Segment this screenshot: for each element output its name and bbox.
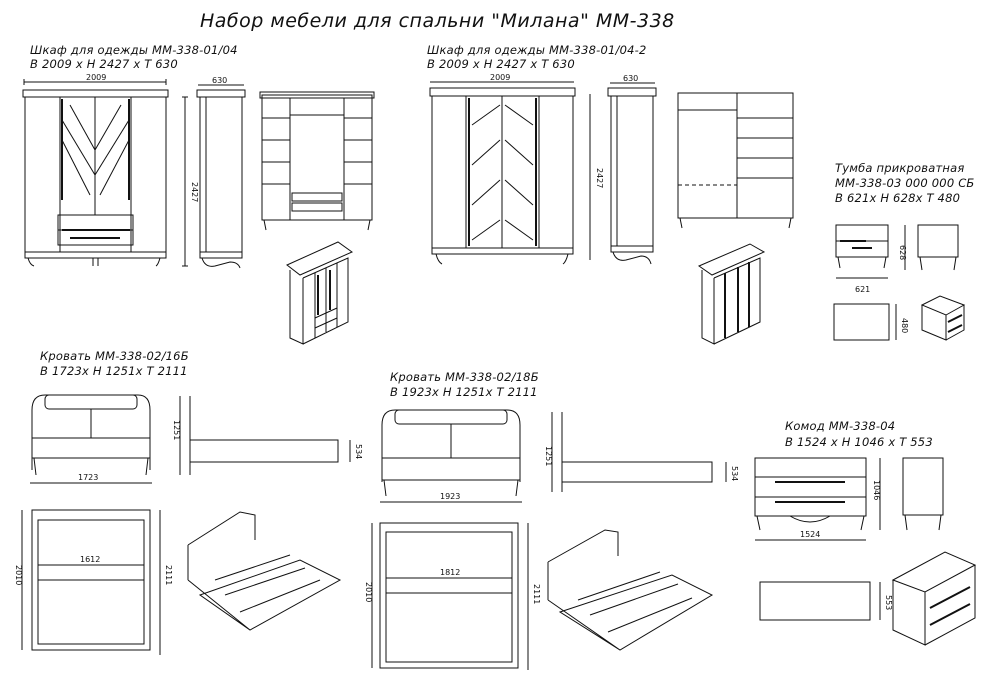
wardrobe1-name: Шкаф для одежды ММ-338-01/04 (30, 43, 238, 57)
nightstand-code: ММ-338-03 000 000 СБ (835, 176, 975, 190)
bed1-size: В 1723х Н 1251х Т 2111 (40, 364, 188, 378)
bed1-side-dim: 534 (354, 444, 363, 459)
dresser-depth-dim: 553 (884, 595, 893, 610)
wardrobe1-size: В 2009 х Н 2427 х Т 630 (30, 57, 178, 71)
wardrobe2-depth-dim: 630 (623, 74, 638, 83)
wardrobe2-size: В 2009 х Н 2427 х Т 630 (427, 57, 575, 71)
bed1-inner-dim: 1612 (80, 555, 100, 564)
bed1-width-dim: 1723 (78, 473, 98, 482)
wardrobe1-depth-dim: 630 (212, 76, 227, 85)
wardrobe2-height-dim: 2427 (595, 168, 604, 188)
bed2-name: Кровать ММ-338-02/18Б (390, 370, 539, 384)
wardrobe1-side: 630 (196, 76, 246, 269)
bed1-height-dim: 1251 (172, 420, 181, 440)
wardrobe1-inside (259, 91, 375, 231)
wardrobe1-height-dim: 2427 (190, 182, 199, 202)
nightstand-width-dim: 621 (855, 285, 870, 294)
bed2-size: В 1923х Н 1251х Т 2111 (390, 385, 538, 399)
page-title: Набор мебели для спальни "Милана" ММ-338 (200, 10, 675, 32)
nightstand-height-dim: 628 (898, 245, 907, 260)
bed1-length-dim: 2010 (14, 565, 23, 585)
bed2-total-dim: 2111 (532, 584, 541, 604)
wardrobe1-front: 2009 2427 (22, 73, 199, 267)
wardrobe1-width-dim: 2009 (86, 73, 106, 82)
dresser-size: В 1524 х Н 1046 х Т 553 (785, 435, 933, 449)
nightstand-name: Тумба прикроватная (835, 161, 965, 175)
nightstand-drawings: 621 628 480 (833, 224, 966, 341)
nightstand-size: В 621х Н 628х Т 480 (835, 191, 961, 205)
nightstand-depth-dim: 480 (900, 318, 909, 333)
bed2-height-dim: 1251 (544, 446, 553, 466)
bed2-drawings: 1923 1251 534 1812 2010 2111 (364, 409, 739, 670)
bed1-total-dim: 2111 (164, 565, 173, 585)
wardrobe2-name: Шкаф для одежды ММ-338-01/04-2 (427, 43, 647, 57)
bed2-side-dim: 534 (730, 466, 739, 481)
wardrobe2-perspective (697, 243, 766, 345)
dresser-name: Комод ММ-338-04 (785, 419, 896, 433)
dresser-drawings: 1524 1046 553 (754, 457, 977, 646)
bed2-length-dim: 2010 (364, 582, 373, 602)
bed1-drawings: 1723 1251 534 1612 2010 2111 (14, 394, 363, 655)
bed1-name: Кровать ММ-338-02/16Б (40, 349, 189, 363)
dresser-width-dim: 1524 (800, 530, 820, 539)
dresser-height-dim: 1046 (872, 480, 881, 500)
bed2-inner-dim: 1812 (440, 568, 460, 577)
wardrobe2-side: 630 (607, 74, 657, 265)
wardrobe2-width-dim: 2009 (490, 73, 510, 82)
wardrobe1-perspective (286, 241, 354, 345)
bed2-width-dim: 1923 (440, 492, 460, 501)
wardrobe2-inside (677, 92, 794, 229)
wardrobe2-front: 2009 2427 (429, 73, 604, 265)
